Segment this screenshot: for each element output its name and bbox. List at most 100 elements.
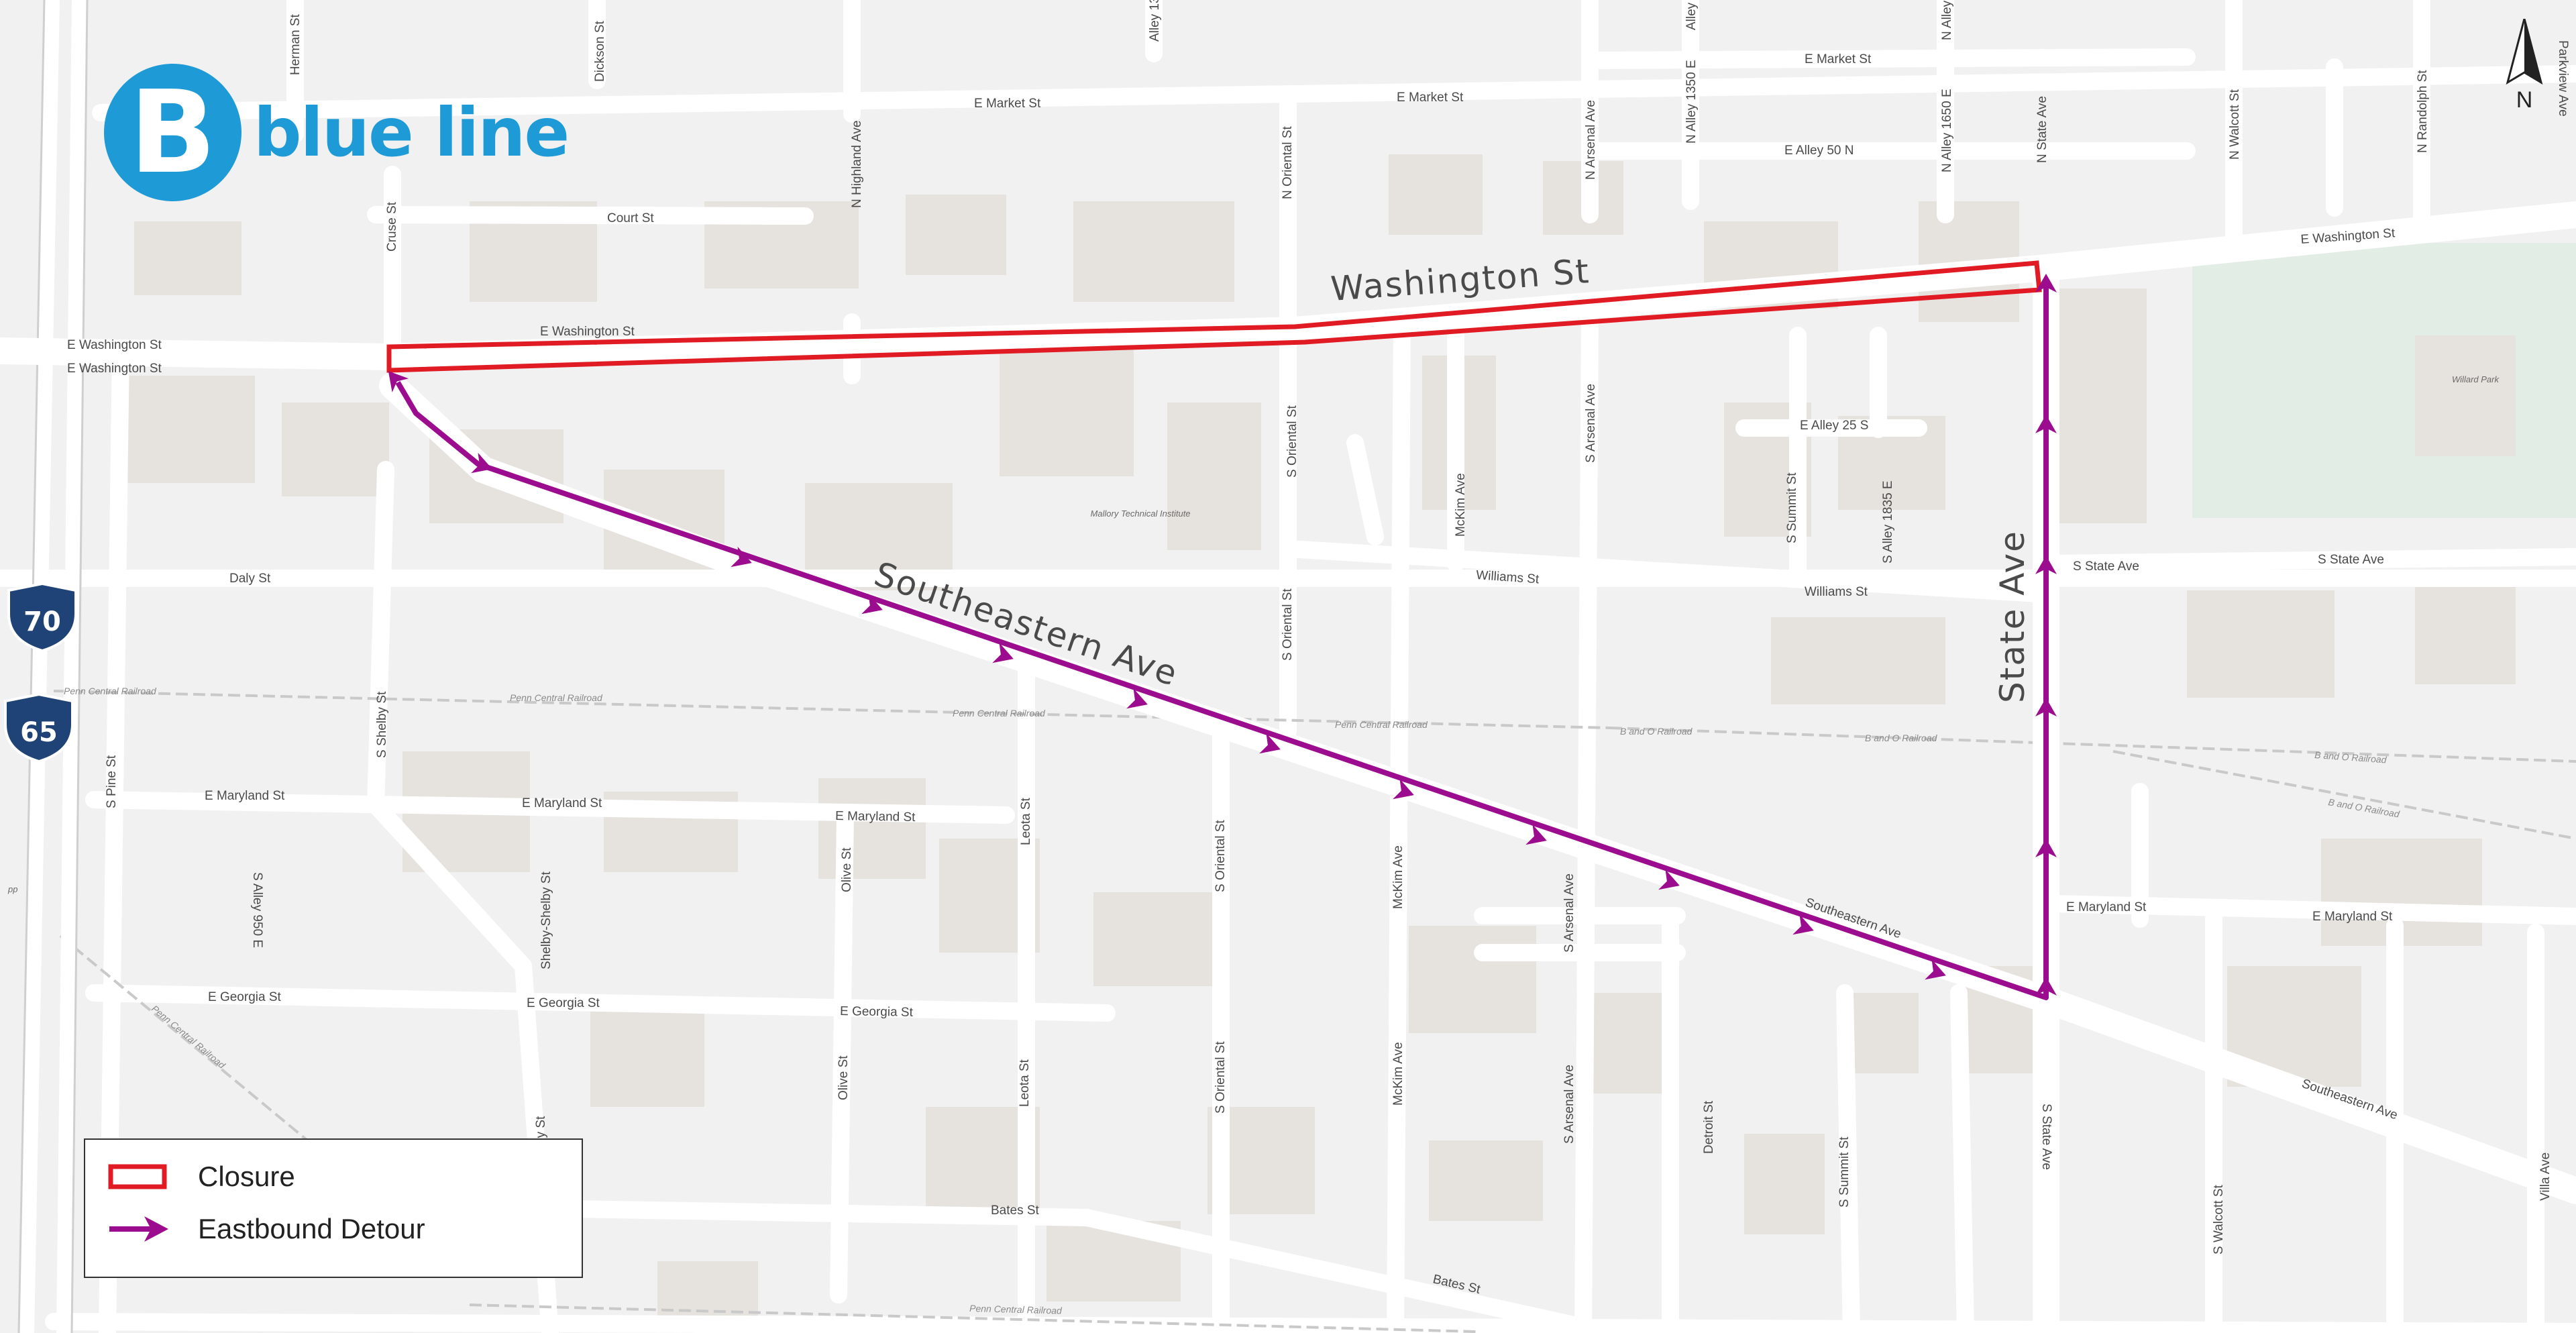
rail-label: Penn Central Railroad [64,686,157,696]
street-labels: Herman St Dickson St Alley 1350 E Alley … [67,0,2570,1297]
detour-arrow-icon [1658,869,1680,890]
street-label: Alley 1350 E [1684,0,1699,30]
street-label: Herman St [288,13,303,75]
street-label: S Alley 1835 E [1881,480,1895,564]
street-label: E Washington St [67,362,162,376]
street-label: S Oriental St [1214,1041,1228,1114]
interstate-shield-icon: 65 [4,692,74,763]
state-ave-label: State Ave [1993,530,2032,703]
park-area [2192,243,2576,518]
map-legend: Closure Eastbound Detour [84,1138,583,1278]
street-label: S State Ave [2073,559,2139,574]
street-label: E Maryland St [2066,900,2147,914]
interstate-65-number: 65 [20,717,58,748]
detour-arrow-icon [731,546,752,568]
detour-arrow-icon [992,642,1014,663]
rail-label: Penn Central Railroad [969,1303,1063,1316]
street-label: S State Ave [2318,553,2384,567]
street-label: S Alley 950 E [250,872,264,948]
north-arrow-icon: N [2501,15,2548,119]
detour-arrow-icon [2035,555,2057,574]
willard-park-label: Willard Park [2452,374,2500,384]
interstate-corridor [19,0,87,1333]
street-label: Shelby-Shelby St [539,871,553,969]
street-label: E Maryland St [835,809,916,824]
legend-closure-row: Closure [104,1160,295,1193]
street-label: E Georgia St [527,996,600,1010]
blue-line-logo-text: blue line [254,93,570,172]
street-label: S Shelby St [375,691,389,758]
street-label: N State Ave [2035,96,2049,163]
street-label: S Summit St [1837,1136,1851,1208]
street-label: N Highland Ave [850,120,864,208]
rail-label: B and O Railroad [1620,726,1693,737]
blue-line-logo-mark: B [104,64,241,201]
street-label: E Alley 50 N [1784,144,1854,158]
rail-label: B and O Railroad [1865,733,1938,743]
rail-label: Penn Central Railroad [510,692,603,703]
detour-arrow-icon [2035,274,2057,292]
interstate-70-number: 70 [23,606,61,637]
street-label: E Market St [1805,52,1872,66]
legend-closure-label: Closure [198,1161,295,1192]
detour-arrow-icon [1393,778,1414,800]
street-label: E Maryland St [522,796,602,810]
street-label: E Washington St [67,338,162,352]
street-label: N Alley 1350 E [1684,60,1699,144]
building-footprints [127,154,2516,1322]
detour-arrow-icon [861,593,883,615]
street-label: S Oriental St [1285,405,1299,478]
street-label: Alley 1350 E [1148,0,1162,42]
street-label: S Oriental St [1281,588,1295,661]
detour-arrow-icon [1126,688,1148,709]
street-label: S Arsenal Ave [1562,873,1576,953]
street-label: S Summit St [1785,472,1799,543]
street-label: McKim Ave [1454,473,1468,537]
interstate-shield-icon: 70 [7,582,77,653]
street-label: Villa Ave [2538,1153,2553,1201]
detour-arrow-icon [2035,415,2057,433]
street-label: S Oriental St [1214,820,1228,892]
street-label: E Maryland St [205,789,285,803]
rail-label: Penn Central Railroad [1335,719,1428,730]
detour-arrow-icon [2035,977,2057,996]
detour-arrow-icon [1792,914,1814,935]
detour-arrow-icon [2035,839,2057,857]
street-label: Court St [607,211,654,225]
detour-arrow-icon [1259,733,1281,754]
detour-arrow-icon [471,452,492,474]
street-label: S Arsenal Ave [1562,1065,1576,1144]
street-label: Olive St [840,847,854,892]
street-label: E Georgia St [208,990,281,1004]
interstate-edge [17,0,89,1333]
street-label: E Washington St [540,325,635,339]
street-label: Cruse St [385,201,399,252]
street-label: N Walcott St [2228,89,2242,160]
street-label: N Arsenal Ave [1584,100,1598,180]
street-label: S State Ave [2039,1104,2053,1170]
street-label: E Alley 25 S [1800,419,1868,433]
street-label: E Market St [974,97,1041,111]
detour-arrow-icon [2035,698,2057,716]
street-label: Daly St [229,572,271,586]
street-label: Dickson St [593,20,607,82]
legend-detour-row: Eastbound Detour [104,1212,425,1246]
legend-detour-label: Eastbound Detour [198,1213,425,1244]
street-label: Leota St [1018,1059,1032,1107]
street-label: N Oriental St [1281,126,1295,199]
street-label: S Pine St [105,755,119,808]
street-label: N Alley 1650 E [1940,89,1954,172]
north-label: N [2516,87,2533,113]
rail-label: Penn Central Railroad [953,708,1046,718]
street-label: Leota St [1019,798,1033,845]
street-label: E Georgia St [840,1004,914,1020]
street-label: McKim Ave [1391,1042,1405,1106]
street-label: S Walcott St [2212,1184,2226,1255]
street-label: Detroit St [1702,1100,1716,1154]
street-label: McKim Ave [1391,845,1405,909]
street-label: N Randolph St [2416,70,2430,153]
street-label: Bates St [991,1204,1040,1218]
street-label: E Maryland St [2312,910,2393,924]
